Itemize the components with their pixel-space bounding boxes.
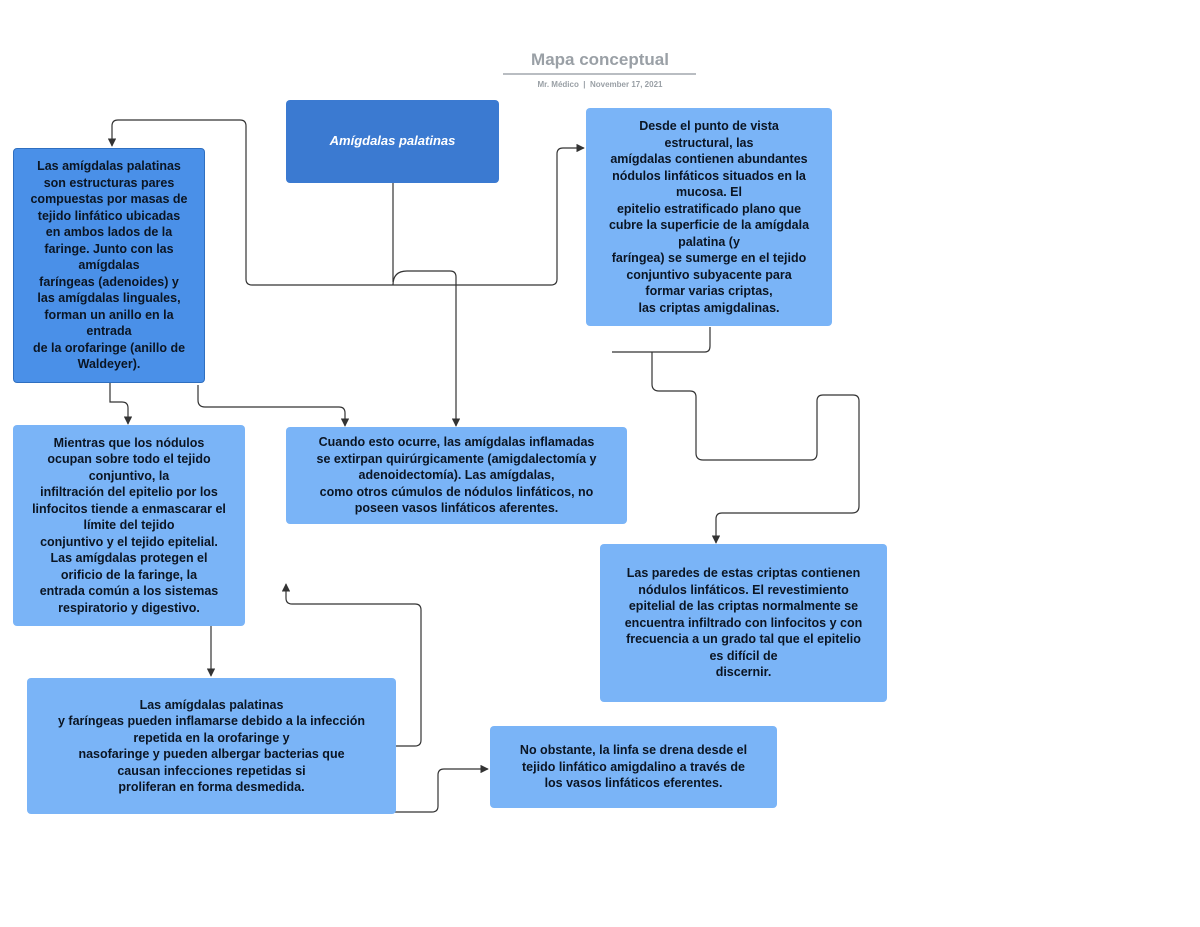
concept-box-inflammation[interactable]: Las amígdalas palatinas y faríngeas pued…: [27, 678, 396, 814]
concept-box-structure[interactable]: Las amígdalas palatinas son estructuras …: [13, 148, 205, 383]
connector-left-bottom-to-center-bottom: [390, 764, 489, 813]
concept-box-crypts[interactable]: Desde el punto de vista estructural, las…: [586, 108, 832, 326]
concept-box-surgery[interactable]: Cuando esto ocurre, las amígdalas inflam…: [286, 427, 627, 524]
concept-box-lymph-drainage[interactable]: No obstante, la linfa se drena desde el …: [490, 726, 777, 808]
connector-hub-to-left-top: [107, 119, 393, 286]
concept-box-epithelium[interactable]: Mientras que los nódulos ocupan sobre to…: [13, 425, 245, 626]
connector-hub-to-center-mid: [392, 270, 461, 427]
connector-right-top-to-right-mid: [612, 327, 860, 543]
title-divider: [503, 73, 696, 75]
root-concept-box[interactable]: Amígdalas palatinas: [286, 100, 499, 183]
concept-box-crypt-walls[interactable]: Las paredes de estas criptas contienen n…: [600, 544, 887, 702]
connector-left-bottom-to-up: [281, 583, 422, 747]
connector-hub-to-right-top: [393, 143, 585, 286]
map-author-date: Mr. Médico | November 17, 2021: [537, 80, 663, 89]
map-title: Mapa conceptual: [531, 50, 669, 69]
connector-left-top-to-center-mid: [197, 385, 350, 427]
connector-left-top-to-left-mid: [109, 383, 133, 425]
